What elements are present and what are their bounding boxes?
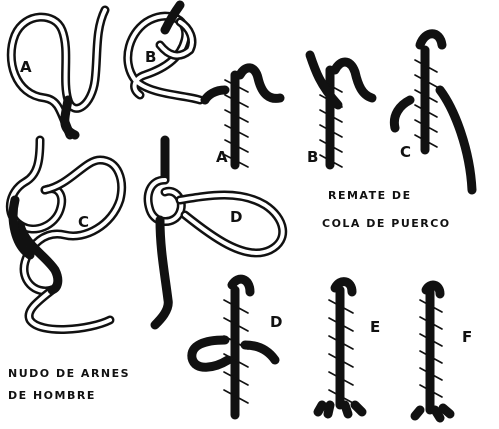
label-remate-d: D	[270, 315, 282, 330]
label-remate-f: F	[462, 330, 472, 345]
knot-figure-c-harness	[10, 140, 121, 329]
label-fig-d: D	[230, 210, 242, 225]
caption-nudo-line1: NUDO DE ARNES	[8, 368, 130, 379]
label-fig-c: C	[78, 215, 89, 230]
label-fig-b: B	[145, 50, 156, 65]
label-fig-a: A	[20, 60, 32, 75]
caption-remate-line1: REMATE DE	[328, 190, 412, 201]
caption-nudo-line2: DE HOMBRE	[8, 390, 96, 401]
label-remate-e: E	[370, 320, 380, 335]
whipping-figure-f	[415, 285, 450, 418]
label-remate-a: A	[216, 150, 228, 165]
whipping-figure-b	[310, 55, 372, 167]
caption-remate-line2: COLA DE PUERCO	[322, 218, 451, 229]
knot-figure-d-harness	[148, 140, 283, 325]
label-remate-c: C	[400, 145, 411, 160]
whipping-figure-c	[394, 34, 472, 190]
knot-figure-b-loop	[128, 5, 200, 100]
whipping-figure-d	[192, 279, 275, 415]
label-remate-b: B	[307, 150, 318, 165]
whipping-figure-e	[318, 282, 362, 414]
